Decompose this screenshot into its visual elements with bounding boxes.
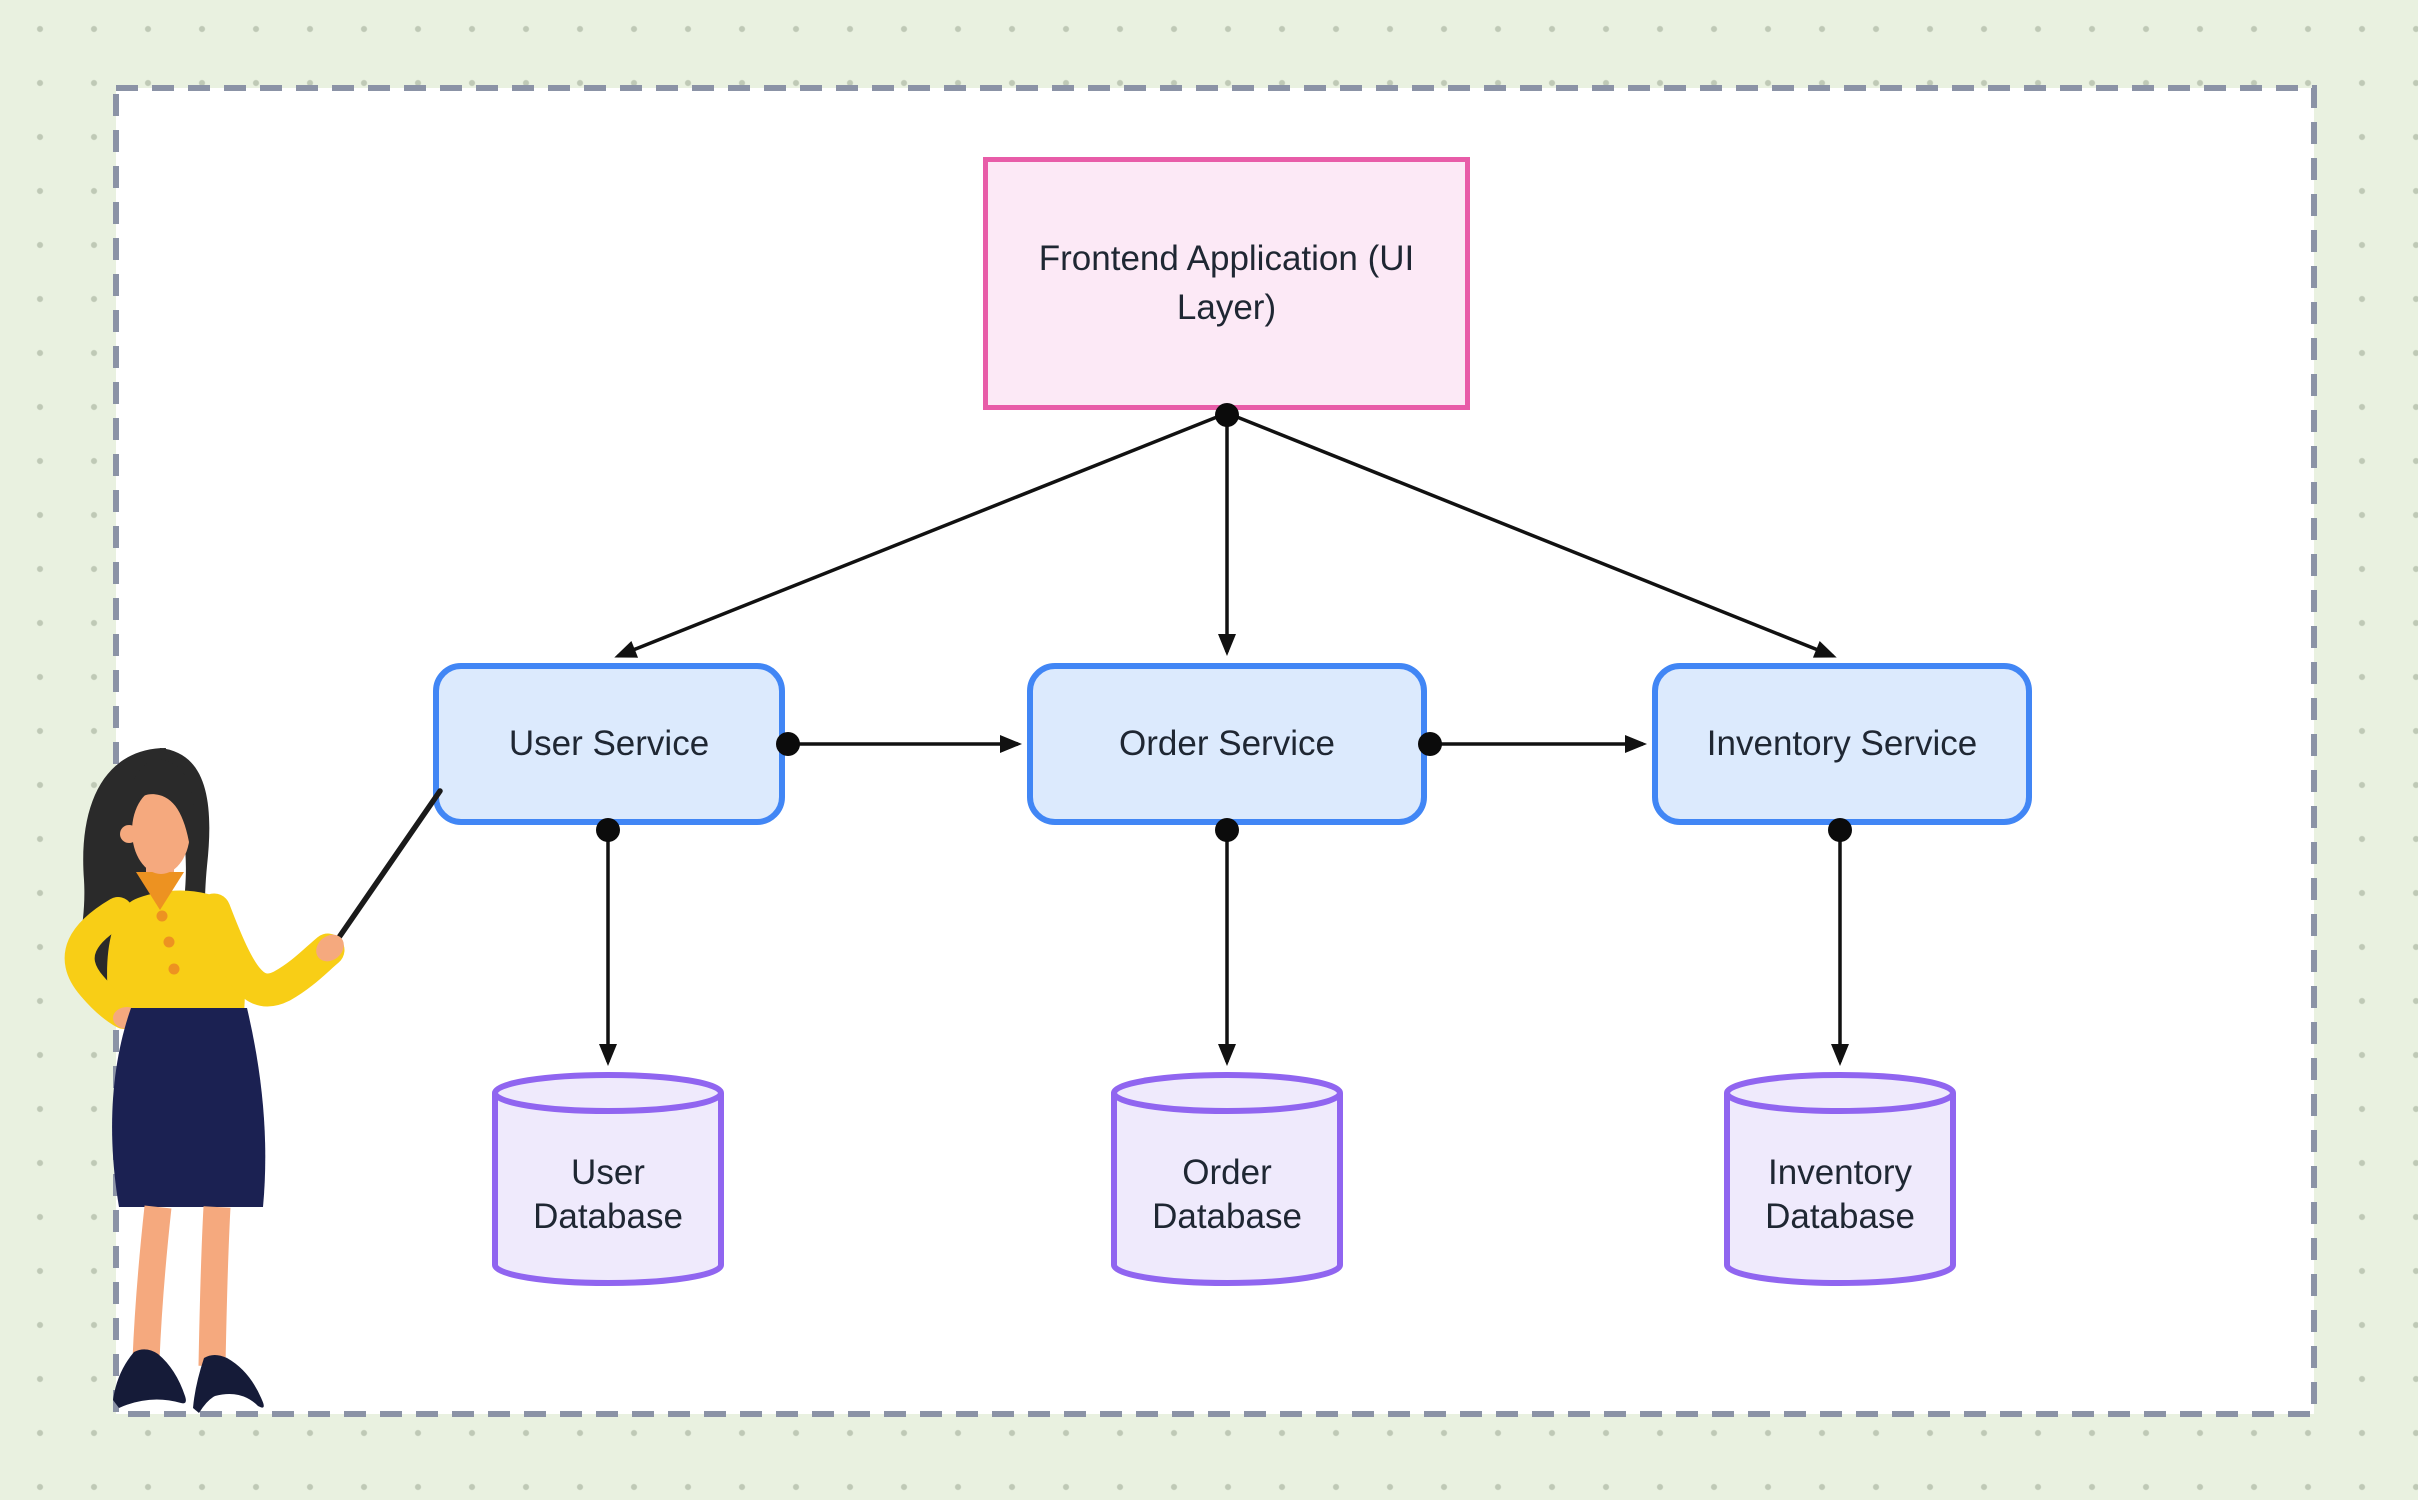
pointer-stick bbox=[319, 788, 443, 965]
dot-order-bottom bbox=[1215, 818, 1239, 842]
order-database-cylinder bbox=[1111, 1072, 1343, 1286]
inventory-service-label: Inventory Service bbox=[1706, 724, 1978, 763]
hair-fringe bbox=[129, 759, 195, 854]
right-shoe bbox=[193, 1355, 264, 1413]
presenter-illustration bbox=[64, 748, 443, 1413]
dot-user-bottom bbox=[596, 818, 620, 842]
button bbox=[168, 963, 180, 975]
button bbox=[163, 936, 175, 948]
order-service-label: Order Service bbox=[1119, 724, 1335, 763]
inventory-service-node: Inventory Service bbox=[1652, 663, 2032, 825]
connection-dots bbox=[596, 403, 1852, 842]
dot-inventory-bottom bbox=[1828, 818, 1852, 842]
right-hand bbox=[316, 934, 344, 962]
dot-user-right bbox=[776, 732, 800, 756]
skirt bbox=[112, 1008, 266, 1207]
right-arm bbox=[197, 893, 345, 1007]
dot-frontend-bottom bbox=[1215, 403, 1239, 427]
button bbox=[156, 910, 168, 922]
collar bbox=[136, 872, 184, 910]
order-database-text: Order Database bbox=[1152, 1153, 1302, 1236]
dot-order-right bbox=[1418, 732, 1442, 756]
edge-frontend-user-service bbox=[614, 411, 1228, 658]
edge-frontend-inventory-service bbox=[1226, 411, 1837, 658]
user-service-label: User Service bbox=[508, 724, 710, 763]
left-leg bbox=[132, 1205, 172, 1361]
inventory-database-label: Inventory Database bbox=[1755, 1120, 1925, 1270]
frontend-node: Frontend Application (UI Layer) bbox=[983, 157, 1470, 410]
left-arm bbox=[64, 897, 139, 1029]
face bbox=[132, 788, 190, 874]
right-leg bbox=[198, 1206, 231, 1367]
inventory-database-cylinder bbox=[1724, 1072, 1956, 1286]
user-database-label: User Database bbox=[523, 1120, 693, 1270]
left-shoe bbox=[113, 1349, 186, 1408]
order-service-node: Order Service bbox=[1027, 663, 1427, 825]
inventory-database-text: Inventory Database bbox=[1765, 1153, 1915, 1236]
user-database-cylinder bbox=[492, 1072, 724, 1286]
user-service-node: User Service bbox=[433, 663, 785, 825]
order-database-label: Order Database bbox=[1142, 1120, 1312, 1270]
database-edges bbox=[599, 835, 1849, 1066]
frontend-edges bbox=[614, 411, 1837, 658]
frontend-node-label: Frontend Application (UI Layer) bbox=[1038, 239, 1415, 327]
user-database-text: User Database bbox=[533, 1153, 683, 1236]
